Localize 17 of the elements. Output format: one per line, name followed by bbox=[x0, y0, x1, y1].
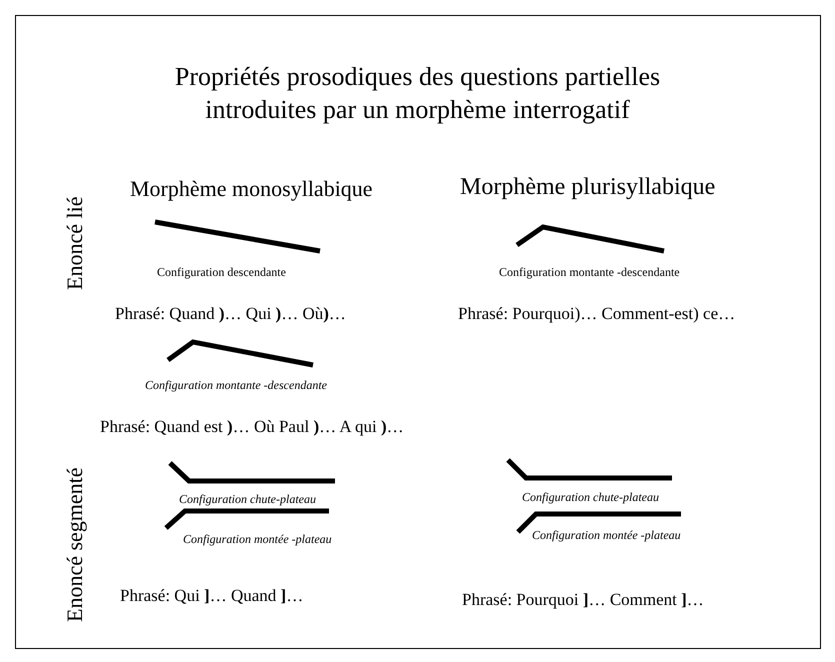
row-heading: Enoncé lié bbox=[62, 196, 88, 290]
contour-caption: Configuration montée -plateau bbox=[532, 529, 681, 543]
phrasing-example: Phrasé: Qui ]… Quand ]… bbox=[120, 586, 304, 606]
phrasing-example: Phrasé: Pourquoi)… Comment-est) ce… bbox=[458, 304, 736, 324]
phrasing-example: Phrasé: Quand )… Qui )… Où)… bbox=[115, 304, 346, 324]
column-heading: Morphème plurisyllabique bbox=[460, 174, 716, 202]
phrasing-example: Phrasé: Quand est )… Où Paul )… A qui )… bbox=[100, 417, 404, 437]
contour-caption: Configuration montante -descendante bbox=[145, 379, 327, 393]
contour-caption: Configuration chute-plateau bbox=[522, 491, 659, 505]
row-heading: Enoncé segmenté bbox=[62, 467, 88, 622]
contour-caption: Configuration montée -plateau bbox=[183, 533, 332, 547]
phrasing-example: Phrasé: Pourquoi ]… Comment ]… bbox=[462, 590, 704, 610]
contour-caption: Configuration descendante bbox=[157, 266, 286, 280]
title: Propriétés prosodiques des questions partielles introduites par un morphème interrogatif bbox=[174, 61, 662, 126]
column-heading: Morphème monosyllabique bbox=[130, 176, 373, 202]
contour-caption: Configuration chute-plateau bbox=[179, 493, 316, 507]
contour-caption: Configuration montante -descendante bbox=[499, 266, 680, 280]
